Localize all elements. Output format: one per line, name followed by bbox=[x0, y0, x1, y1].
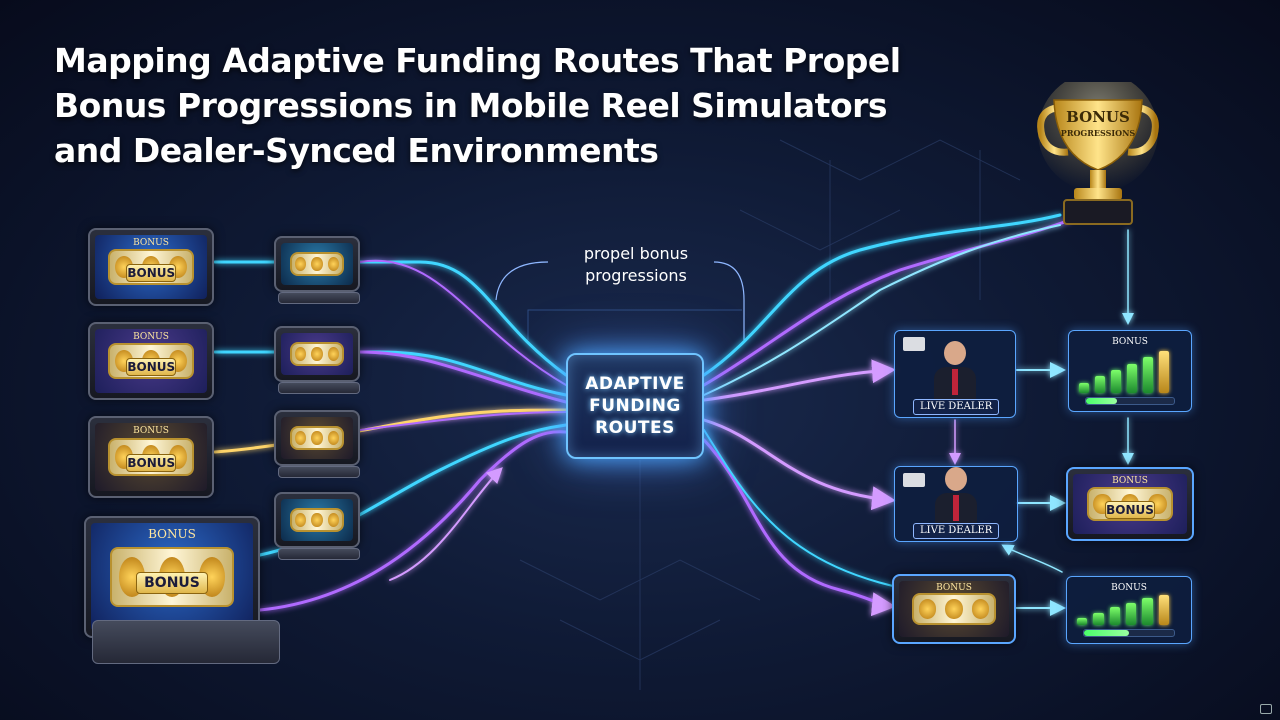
slot-reels bbox=[289, 342, 345, 366]
live-dealer-tag: LIVE DEALER bbox=[913, 399, 1000, 415]
node-label: FUNDING bbox=[589, 396, 681, 416]
dealer-avatar bbox=[935, 467, 977, 531]
panel-title: BONUS bbox=[1112, 337, 1148, 347]
bottom-slot-panel: BONUS bbox=[892, 574, 1016, 644]
slot-reels bbox=[110, 546, 234, 608]
progress-bar bbox=[1085, 397, 1175, 405]
panel-title: BONUS bbox=[936, 583, 972, 594]
bonus-progress-panel-1: BONUS bbox=[1068, 330, 1192, 412]
playing-cards-icon bbox=[903, 473, 925, 487]
trophy-graphic bbox=[1037, 72, 1159, 225]
bonus-label: BONUS bbox=[1104, 501, 1156, 519]
trophy-icon: BONUS PROGRESSIONS bbox=[1034, 72, 1162, 230]
node-label: ROUTES bbox=[595, 418, 675, 438]
phone-slot-1: BONUS BONUS bbox=[88, 228, 214, 306]
panel-title: BONUS bbox=[1112, 476, 1148, 487]
flow-purple-1 bbox=[359, 259, 567, 386]
laptop-keyboard bbox=[278, 548, 360, 560]
flow-cyan-5 bbox=[703, 224, 1061, 396]
progress-bars bbox=[1077, 595, 1169, 625]
arrow-bonus-dealer bbox=[1001, 544, 1063, 573]
tablet-slot-2 bbox=[274, 326, 360, 382]
flow-cyan-2 bbox=[213, 350, 568, 397]
live-dealer-tag: LIVE DEALER bbox=[913, 523, 1000, 539]
title-line: and Dealer-Synced Environments bbox=[54, 131, 659, 170]
laptop-keyboard bbox=[278, 382, 360, 394]
trophy-text-progressions: PROGRESSIONS bbox=[1060, 128, 1136, 138]
circuit-grid bbox=[519, 139, 1021, 690]
slot-reels bbox=[289, 252, 345, 276]
slot-reels bbox=[289, 508, 345, 532]
flow-to-slot bbox=[702, 438, 896, 617]
live-dealer-panel-2: LIVE DEALER bbox=[894, 466, 1018, 542]
title-line: Mapping Adaptive Funding Routes That Pro… bbox=[54, 41, 901, 80]
panel-title: BONUS bbox=[1111, 583, 1147, 593]
corner-badge-icon bbox=[1260, 704, 1272, 714]
phone-slot-3: BONUS BONUS bbox=[88, 416, 214, 498]
caption-bracket-right bbox=[713, 261, 745, 340]
slot-reels bbox=[289, 426, 345, 450]
tablet-slot-3 bbox=[274, 410, 360, 466]
bonus-label: BONUS bbox=[126, 453, 176, 472]
slot-reels bbox=[912, 593, 996, 625]
bonus-label: BONUS bbox=[126, 357, 176, 376]
flow-caption: propel bonus progressions bbox=[556, 243, 716, 287]
flow-gold bbox=[213, 408, 568, 454]
device-label: BONUS bbox=[133, 237, 169, 248]
live-dealer-panel-1: LIVE DEALER bbox=[894, 330, 1016, 418]
node-label: ADAPTIVE bbox=[585, 374, 685, 394]
dealer-avatar bbox=[934, 341, 976, 405]
slot-reels bbox=[108, 249, 194, 285]
laptop-keyboard bbox=[278, 292, 360, 304]
bonus-label: BONUS bbox=[136, 571, 208, 594]
title-line: Bonus Progressions in Mobile Reel Simula… bbox=[54, 86, 888, 125]
flow-purple-3 bbox=[359, 411, 567, 431]
caption-line: propel bonus bbox=[583, 244, 689, 263]
page-title: Mapping Adaptive Funding Routes That Pro… bbox=[54, 38, 954, 173]
tablet-slot-4 bbox=[274, 492, 360, 548]
laptop-slot: BONUS BONUS bbox=[84, 516, 260, 638]
caption-line: progressions bbox=[585, 266, 687, 285]
flow-purple-4 bbox=[258, 430, 568, 612]
device-label: BONUS bbox=[133, 425, 169, 436]
flow-cyan-4 bbox=[702, 213, 1062, 377]
flow-to-dealer-2 bbox=[702, 418, 896, 511]
bonus-progress-panel-2: BONUS bbox=[1066, 576, 1192, 644]
flow-purple-arrow bbox=[389, 467, 503, 581]
adaptive-funding-routes-node: ADAPTIVE FUNDING ROUTES bbox=[566, 353, 704, 459]
progress-bars bbox=[1079, 351, 1169, 393]
phone-screen: BONUS BONUS bbox=[95, 235, 207, 299]
trophy-text-bonus: BONUS bbox=[1066, 108, 1130, 126]
phone-slot-2: BONUS BONUS bbox=[88, 322, 214, 400]
flow-purple-2 bbox=[358, 350, 568, 404]
bonus-slot-panel: BONUS BONUS bbox=[1066, 467, 1194, 541]
playing-cards-icon bbox=[903, 337, 925, 351]
tablet-slot-1 bbox=[274, 236, 360, 292]
bonus-label: BONUS bbox=[126, 263, 176, 282]
caption-frame bbox=[527, 309, 742, 340]
device-label: BONUS bbox=[148, 527, 196, 542]
flow-cyan-1 bbox=[213, 260, 568, 377]
laptop-keyboard bbox=[278, 466, 360, 478]
laptop-keyboard bbox=[92, 620, 280, 664]
device-label: BONUS bbox=[133, 331, 169, 342]
caption-bracket-left bbox=[495, 261, 549, 301]
flow-to-dealer-1 bbox=[702, 359, 896, 402]
progress-bar bbox=[1083, 629, 1175, 637]
